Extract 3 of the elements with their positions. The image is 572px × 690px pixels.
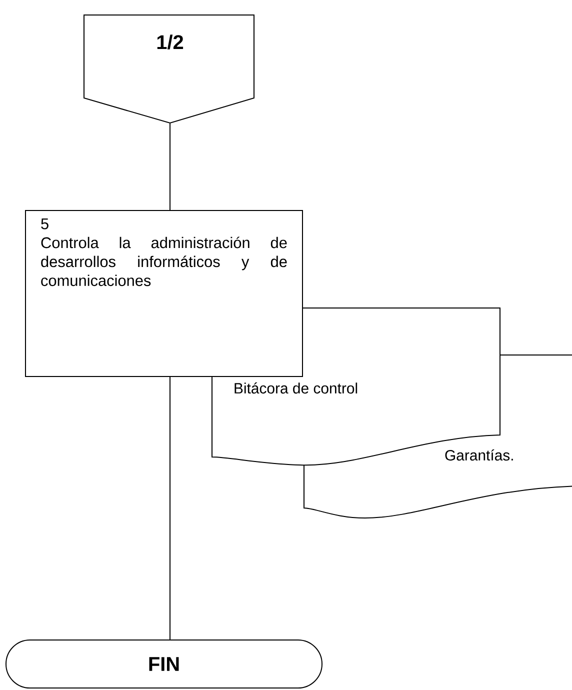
off-page-connector: 1/2	[84, 14, 254, 124]
process-box: 5 Controla la administración de desarrollos informáticos y de comunicaciones	[25, 210, 303, 377]
terminator: FIN	[6, 640, 322, 688]
